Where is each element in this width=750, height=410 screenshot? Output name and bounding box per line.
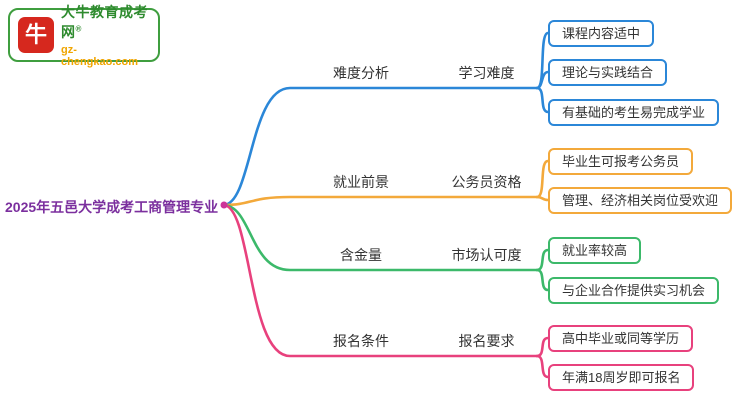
- subnode-registration-requirements: 报名要求: [458, 333, 515, 349]
- leaf-node: 就业率较高: [548, 237, 642, 264]
- site-name-text: 大牛教育成考网: [61, 4, 148, 40]
- logo-text-block: 大牛教育成考网® gz-chengkao.com: [61, 2, 150, 68]
- site-url: gz-chengkao.com: [61, 44, 139, 68]
- branch-difficulty-label: 难度分析: [333, 65, 389, 81]
- bull-logo-icon: 牛: [18, 17, 54, 53]
- site-name: 大牛教育成考网®: [61, 2, 150, 42]
- branch-employment-label: 就业前景: [333, 174, 389, 190]
- leaf-node: 与企业合作提供实习机会: [548, 277, 720, 304]
- leaf-node: 高中毕业或同等学历: [548, 325, 694, 352]
- branch-value-label: 含金量: [340, 247, 382, 263]
- root-node-title: 2025年五邑大学成考工商管理专业: [5, 199, 219, 215]
- leaf-node: 管理、经济相关岗位受欢迎: [548, 187, 733, 214]
- leaf-node: 理论与实践结合: [548, 59, 668, 86]
- leaf-node: 课程内容适中: [548, 20, 655, 47]
- subnode-market-recognition: 市场认可度: [451, 247, 522, 263]
- subnode-civil-servant: 公务员资格: [451, 174, 522, 190]
- subnode-study-difficulty: 学习难度: [458, 65, 515, 81]
- leaf-node: 有基础的考生易完成学业: [548, 99, 720, 126]
- leaf-node: 毕业生可报考公务员: [548, 148, 694, 175]
- branch-requirements-label: 报名条件: [333, 333, 389, 349]
- registered-mark: ®: [75, 24, 82, 34]
- site-logo: 牛 大牛教育成考网® gz-chengkao.com: [8, 4, 160, 68]
- leaf-node: 年满18周岁即可报名: [548, 364, 695, 391]
